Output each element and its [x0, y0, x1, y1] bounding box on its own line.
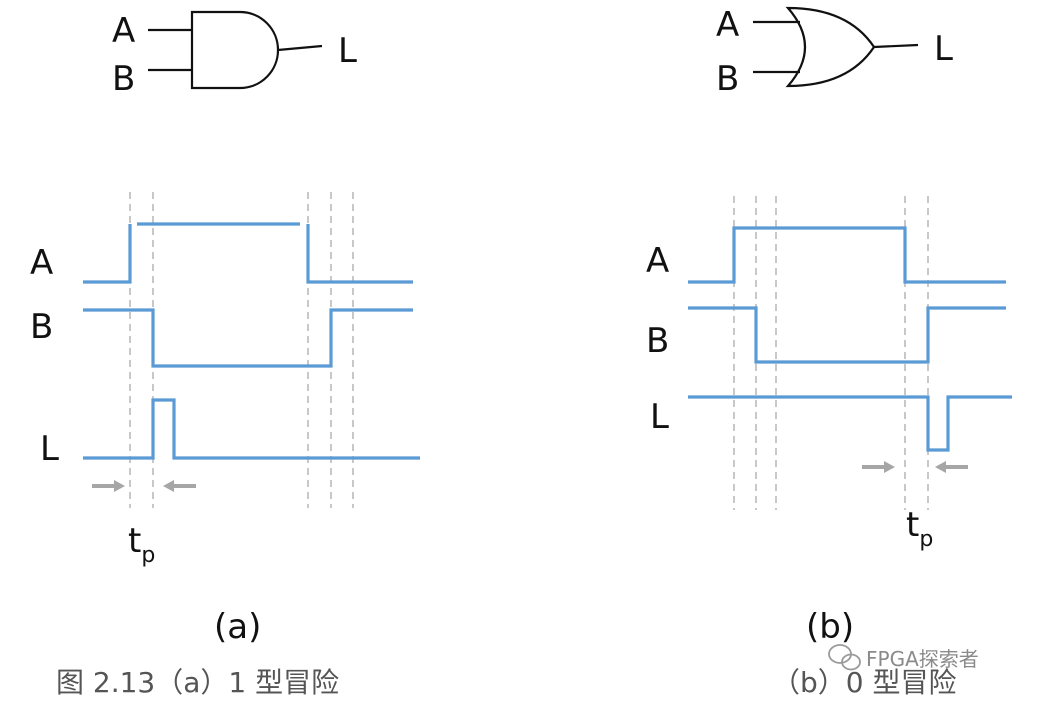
waveform-a [688, 226, 1006, 284]
tp-label: tp [906, 505, 933, 552]
timing-diagram-a: A B L tp (a) [30, 192, 420, 647]
caption-left: 图 2.13（a）1 型冒险 [56, 666, 339, 699]
and-gate-body [190, 10, 280, 90]
caption-right: （b）0 型冒险 [772, 666, 957, 699]
waveform-a-fall [306, 224, 413, 284]
tp-arrow-right [862, 461, 895, 473]
subcaption-b: (b) [806, 607, 854, 647]
tp-label: tp [128, 521, 155, 568]
waveform-l [688, 395, 1012, 452]
subcaption-a: (a) [214, 607, 261, 647]
wechat-icon [828, 644, 861, 671]
waveform-b [83, 308, 413, 368]
label-b: B [646, 321, 669, 361]
waveform-a-rise [83, 224, 132, 284]
or-label-l: L [934, 29, 953, 69]
label-a: A [30, 243, 53, 283]
waveform-b [688, 306, 1006, 364]
tp-arrow-left [163, 480, 196, 492]
and-output-wire [277, 44, 323, 52]
and-label-a: A [112, 11, 135, 51]
or-output-wire [873, 43, 919, 49]
or-gate-body [785, 6, 876, 88]
watermark: FPGA探索者 [828, 644, 979, 671]
label-b: B [30, 307, 53, 347]
and-label-b: B [112, 59, 135, 99]
and-gate: A B L [112, 10, 357, 99]
or-label-a: A [716, 5, 739, 45]
timing-diagram-b: A B L tp (b) [646, 196, 1012, 647]
or-gate: A B L [716, 5, 953, 99]
or-label-b: B [716, 59, 739, 99]
watermark-text: FPGA探索者 [866, 647, 979, 671]
label-l: L [650, 397, 669, 437]
and-label-l: L [338, 31, 357, 71]
tp-arrow-left [935, 461, 968, 473]
label-a: A [646, 241, 669, 281]
tp-arrow-right [92, 480, 125, 492]
waveform-l [83, 398, 420, 460]
label-l: L [40, 429, 59, 469]
